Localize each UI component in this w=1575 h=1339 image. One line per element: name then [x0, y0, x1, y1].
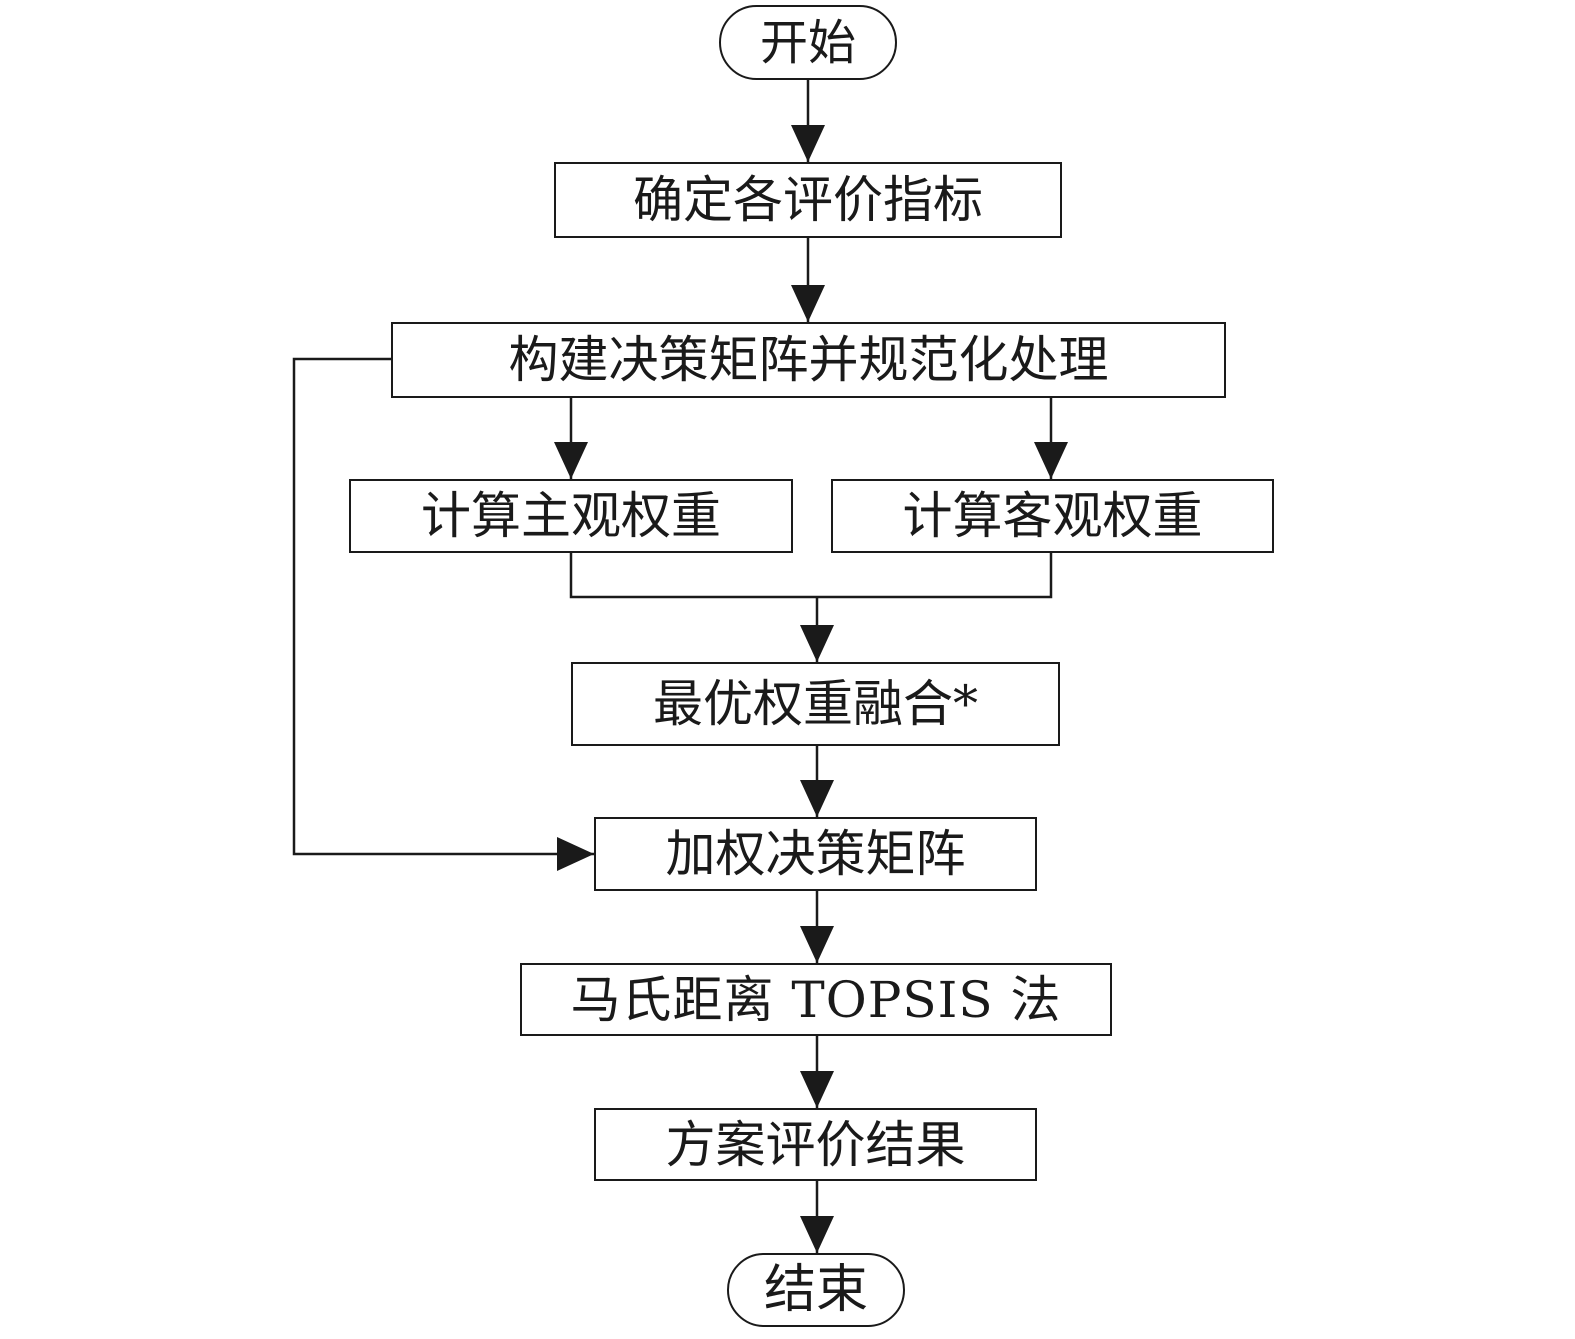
arrowhead-end: [800, 1216, 834, 1253]
step-mahalanobis-topsis: 马氏距离 TOPSIS 法: [520, 963, 1112, 1036]
arrowhead-step5: [800, 780, 834, 817]
arrowhead-step6: [800, 926, 834, 963]
arrow-step2-bypass-to-step5: [292, 357, 594, 856]
arrowhead-step3b: [1034, 442, 1068, 479]
step-determine-indicators: 确定各评价指标: [554, 162, 1062, 238]
arrowhead-step2: [791, 285, 825, 322]
start-node: 开始: [719, 5, 897, 80]
arrowhead-step3a: [554, 442, 588, 479]
arrowhead-step1: [791, 125, 825, 162]
connector-step3-merge: [569, 553, 1053, 599]
end-node: 结束: [727, 1253, 905, 1327]
step-build-decision-matrix: 构建决策矩阵并规范化处理: [391, 322, 1226, 398]
arrowhead-step4: [800, 625, 834, 662]
step-evaluation-result: 方案评价结果: [594, 1108, 1037, 1181]
step-optimal-weight-fusion: 最优权重融合*: [571, 662, 1060, 746]
step-subjective-weights: 计算主观权重: [349, 479, 793, 553]
step-objective-weights: 计算客观权重: [831, 479, 1274, 553]
arrowhead-step7: [800, 1071, 834, 1108]
step-weighted-decision-matrix: 加权决策矩阵: [594, 817, 1037, 891]
arrowhead-step5-bypass: [557, 837, 594, 871]
